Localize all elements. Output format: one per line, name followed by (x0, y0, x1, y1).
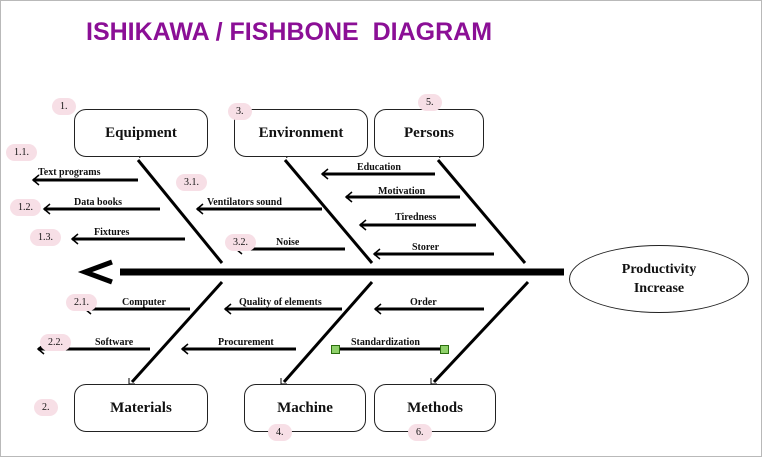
cause-label-education: Education (357, 162, 401, 173)
category-methods-label: Methods (407, 399, 463, 416)
number-badge-3-2: 3.2. (225, 234, 256, 251)
cause-label-tiredness: Tiredness (395, 212, 437, 223)
category-environment-label: Environment (258, 124, 344, 141)
effect-ellipse[interactable]: Productivity Increase (569, 245, 749, 313)
cause-label-standardization: Standardization (351, 337, 420, 348)
cause-label-ventilators-sound: Ventilators sound (207, 197, 282, 208)
bone-materials (130, 280, 224, 384)
cause-label-computer: Computer (122, 297, 166, 308)
category-machine-label: Machine (277, 399, 333, 416)
selection-handle-start[interactable] (331, 345, 340, 354)
category-machine[interactable]: Machine (244, 384, 366, 432)
cause-label-procurement: Procurement (218, 337, 274, 348)
bone-environment (283, 159, 374, 264)
bone-persons (436, 159, 527, 264)
cause-label-storer: Storer (412, 242, 440, 253)
cause-label-motivation: Motivation (378, 186, 426, 197)
number-badge-2-1: 2.1. (66, 294, 97, 311)
category-equipment-label: Equipment (105, 124, 177, 141)
category-persons-label: Persons (404, 124, 454, 141)
number-badge-methods: 6. (408, 424, 432, 441)
category-materials-label: Materials (110, 399, 172, 416)
category-equipment[interactable]: Equipment (74, 109, 208, 157)
number-badge-environment: 3. (228, 103, 252, 120)
category-environment[interactable]: Environment (234, 109, 368, 157)
bone-machine (282, 281, 374, 383)
bone-methods (432, 280, 530, 384)
category-materials[interactable]: Materials (74, 384, 208, 432)
number-badge-persons: 5. (418, 94, 442, 111)
diagram-title: ISHIKAWA / FISHBONE DIAGRAM (86, 18, 493, 46)
number-badge-3-1: 3.1. (176, 174, 207, 191)
cause-label-order: Order (410, 297, 437, 308)
number-badge-1-2: 1.2. (10, 199, 41, 216)
selection-handle-end[interactable] (440, 345, 449, 354)
cause-label-text-programs: Text programs (38, 167, 101, 178)
cause-label-data-books: Data books (74, 197, 123, 208)
spine-arrowhead (77, 259, 113, 285)
effect-line-2: Increase (633, 281, 685, 296)
cause-label-software: Software (95, 337, 134, 348)
cause-label-noise: Noise (276, 237, 300, 248)
cause-label-fixtures: Fixtures (94, 227, 130, 238)
category-methods[interactable]: Methods (374, 384, 496, 432)
bone-equipment (136, 159, 224, 264)
number-badge-1-1: 1.1. (6, 144, 37, 161)
number-badge-machine: 4. (268, 424, 292, 441)
cause-label-quality-of-elements: Quality of elements (239, 297, 322, 308)
effect-line-1: Productivity (621, 262, 697, 277)
number-badge-2-2: 2.2. (40, 334, 71, 351)
number-badge-1-3: 1.3. (30, 229, 61, 246)
number-badge-equipment: 1. (52, 98, 76, 115)
number-badge-materials: 2. (34, 399, 58, 416)
category-persons[interactable]: Persons (374, 109, 484, 157)
